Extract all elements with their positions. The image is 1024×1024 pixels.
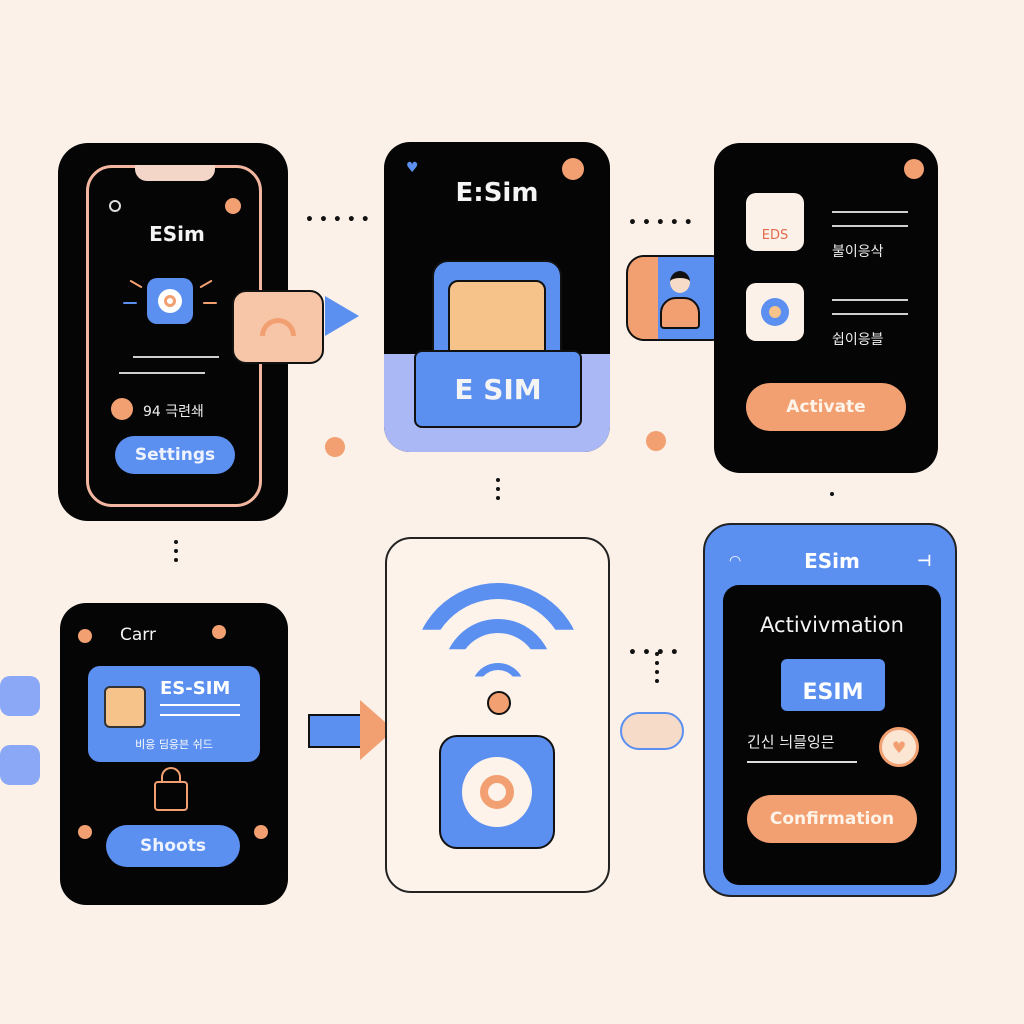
esim-badge-label: ESIM (802, 680, 864, 705)
phone-status-text: 94 극련쇄 (143, 404, 204, 420)
user-avatar-icon (626, 255, 730, 341)
confirmation-panel: ◠ ESim ⊣ Activivmation ESIM 긴신 늬믈잉믄 ♥ Co… (703, 523, 957, 897)
connector-dots: •••• (628, 645, 684, 661)
wifi-setup-panel (385, 537, 610, 893)
signal-icon: ◠ (729, 553, 742, 569)
record-icon (646, 431, 666, 451)
es-sim-card[interactable]: ES-SIM 비응 딤응븐 쉬드 (88, 666, 260, 762)
node-icon (254, 825, 268, 839)
phone-frame: ESim 94 극련쇄 Settings (86, 165, 262, 507)
minus-icon (325, 437, 345, 457)
menu-icon[interactable]: ⊣ (917, 551, 932, 570)
confirmation-header-title: ESim (804, 549, 860, 573)
carrier-item-2[interactable] (746, 283, 804, 341)
settings-button[interactable]: Settings (115, 436, 235, 474)
shoots-button[interactable]: Shoots (106, 825, 240, 867)
user-avatar-icon (620, 712, 684, 750)
confirmation-status-text: 긴신 늬믈잉믄 (747, 733, 835, 751)
wifi-icon (413, 583, 583, 715)
carrier-item-1[interactable]: EDS (746, 193, 804, 251)
es-sim-subtext: 비응 딤응븐 쉬드 (135, 738, 213, 751)
lock-icon[interactable] (154, 767, 188, 811)
wifi-icon (232, 290, 324, 364)
carrier-item-label: 쉽이응블 (832, 332, 884, 348)
esim-card-label-box: E SIM (414, 350, 582, 428)
status-ring-icon (109, 200, 121, 212)
connector-dots: ••••• (628, 215, 698, 231)
confirmation-content: Activivmation ESIM 긴신 늬믈잉믄 ♥ Confirmatio… (723, 585, 941, 885)
hexagon-icon (0, 676, 40, 716)
node-icon (78, 825, 92, 839)
record-icon (225, 198, 241, 214)
sim-chip-icon (104, 686, 146, 728)
record-icon (904, 159, 924, 179)
phone-title: ESim (149, 222, 205, 246)
esim-badge: ESIM (781, 659, 885, 711)
activate-button[interactable]: Activate (746, 383, 906, 431)
node-icon (212, 625, 226, 639)
carrier-item-label: 불이응삭 (832, 244, 884, 260)
confirmation-button[interactable]: Confirmation (747, 795, 917, 843)
carrier-list-panel: EDS 불이응삭 쉽이응블 Activate (714, 143, 938, 473)
carrier-logo-text: EDS (761, 228, 789, 243)
hexagon-icon (0, 745, 40, 785)
carrier-panel: Carr ES-SIM 비응 딤응븐 쉬드 Shoots (60, 603, 288, 905)
arrow-right-icon (308, 714, 362, 748)
activation-heading: Activivmation (760, 613, 904, 637)
record-icon (562, 158, 584, 180)
heart-icon[interactable]: ♥ (406, 160, 419, 176)
connector-dots: ••••• (305, 212, 375, 228)
esim-card-label: E SIM (454, 372, 542, 406)
gear-icon[interactable] (439, 735, 555, 849)
esim-title: E:Sim (455, 178, 539, 208)
data-icon (111, 398, 133, 420)
arrow-right-icon (325, 296, 359, 336)
carrier-title: Carr (120, 625, 156, 645)
phone-notch (135, 165, 215, 181)
esim-panel: ♥ E:Sim E SIM (384, 142, 610, 452)
node-icon (78, 629, 92, 643)
gear-icon[interactable] (147, 278, 193, 324)
es-sim-label: ES-SIM (160, 678, 231, 699)
check-heart-icon: ♥ (879, 727, 919, 767)
